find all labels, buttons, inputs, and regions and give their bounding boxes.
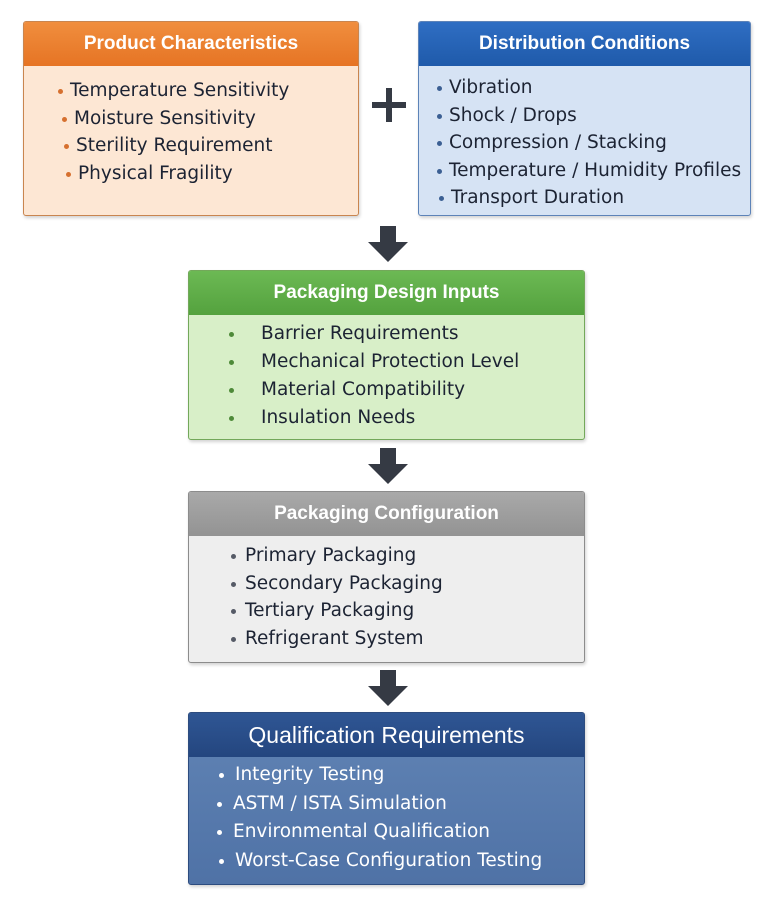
bullet-icon [219, 858, 224, 864]
list-item-label: Worst-Case Configuration Testing [235, 849, 543, 871]
bullet-icon [437, 168, 442, 174]
bullet-icon [437, 86, 442, 91]
down-arrow-icon [368, 670, 408, 706]
bullet-icon [217, 830, 222, 835]
bullet-icon [437, 141, 442, 146]
bullet-icon [217, 801, 222, 807]
list-item: Refrigerant System [231, 627, 584, 656]
list-item: Moisture Sensitivity [62, 107, 358, 136]
list-item-label: Barrier Requirements [261, 323, 459, 344]
list-item-label: Sterility Requirement [76, 135, 273, 156]
list-item: Physical Fragility [66, 162, 358, 191]
bullet-icon [64, 144, 69, 149]
down-arrow-icon [368, 448, 408, 484]
list-item-label: Refrigerant System [245, 627, 424, 649]
list-item-label: Temperature Sensitivity [70, 80, 290, 101]
product-characteristics-title: Product Characteristics [24, 22, 358, 66]
bullet-icon [229, 388, 234, 393]
list-item-label: Temperature / Humidity Profiles [449, 159, 742, 181]
list-item: Secondary Packaging [231, 572, 584, 601]
distribution-conditions-box: Distribution Conditions Vibration Shock … [418, 21, 751, 216]
list-item-label: Tertiary Packaging [245, 600, 415, 621]
bullet-icon [62, 116, 67, 122]
list-item: Insulation Needs [229, 407, 584, 435]
packaging-configuration-title: Packaging Configuration [189, 492, 584, 536]
list-item: Transport Duration [439, 187, 750, 215]
list-item: Integrity Testing [219, 764, 584, 793]
bullet-icon [219, 773, 224, 778]
list-item: Tertiary Packaging [231, 600, 584, 628]
list-item-label: Shock / Drops [449, 104, 577, 126]
list-item-label: Environmental Qualification [233, 821, 490, 842]
list-item-label: Insulation Needs [261, 407, 416, 428]
list-item-label: Moisture Sensitivity [74, 107, 256, 129]
list-item: Vibration [437, 77, 750, 105]
list-item: Shock / Drops [437, 104, 750, 133]
list-item-label: ASTM / ISTA Simulation [233, 792, 447, 814]
product-characteristics-list: Temperature Sensitivity Moisture Sensiti… [24, 66, 358, 190]
list-item: Sterility Requirement [64, 135, 358, 163]
list-item-label: Integrity Testing [235, 764, 385, 785]
list-item: Worst-Case Configuration Testing [219, 849, 584, 879]
bullet-icon [231, 554, 236, 559]
packaging-design-inputs-title: Packaging Design Inputs [189, 271, 584, 315]
bullet-icon [58, 89, 63, 94]
down-arrow-icon [368, 226, 408, 262]
bullet-icon [66, 171, 71, 177]
qualification-requirements-box: Qualification Requirements Integrity Tes… [188, 712, 585, 885]
list-item: Mechanical Protection Level [229, 351, 584, 379]
packaging-design-inputs-box: Packaging Design Inputs Barrier Requirem… [188, 270, 585, 440]
bullet-icon [439, 196, 444, 201]
packaging-configuration-box: Packaging Configuration Primary Packagin… [188, 491, 585, 663]
bullet-icon [437, 113, 442, 119]
list-item: Barrier Requirements [229, 323, 584, 351]
qualification-requirements-list: Integrity Testing ASTM / ISTA Simulation… [189, 757, 584, 878]
bullet-icon [231, 609, 236, 614]
list-item-label: Mechanical Protection Level [261, 351, 520, 372]
list-item-label: Physical Fragility [78, 162, 233, 184]
list-item: Material Compatibility [229, 379, 584, 407]
bullet-icon [229, 416, 234, 421]
packaging-configuration-list: Primary Packaging Secondary Packaging Te… [189, 536, 584, 655]
distribution-conditions-list: Vibration Shock / Drops Compression / St… [419, 66, 750, 215]
bullet-icon [231, 636, 236, 642]
list-item-label: Transport Duration [451, 187, 625, 208]
packaging-design-inputs-list: Barrier Requirements Mechanical Protecti… [189, 315, 584, 435]
plus-icon [369, 85, 409, 125]
list-item-label: Vibration [449, 77, 533, 98]
list-item: Temperature / Humidity Profiles [437, 159, 750, 188]
list-item-label: Material Compatibility [261, 379, 466, 400]
bullet-icon [229, 360, 234, 365]
list-item-label: Primary Packaging [245, 545, 417, 566]
bullet-icon [231, 581, 236, 587]
list-item: Environmental Qualification [217, 821, 584, 850]
qualification-requirements-title: Qualification Requirements [189, 713, 584, 757]
list-item: ASTM / ISTA Simulation [217, 792, 584, 822]
distribution-conditions-title: Distribution Conditions [419, 22, 750, 66]
list-item: Primary Packaging [231, 545, 584, 573]
list-item: Temperature Sensitivity [58, 80, 358, 108]
list-item-label: Secondary Packaging [245, 572, 443, 594]
bullet-icon [229, 332, 234, 337]
list-item: Compression / Stacking [437, 132, 750, 160]
product-characteristics-box: Product Characteristics Temperature Sens… [23, 21, 359, 216]
list-item-label: Compression / Stacking [449, 132, 667, 153]
